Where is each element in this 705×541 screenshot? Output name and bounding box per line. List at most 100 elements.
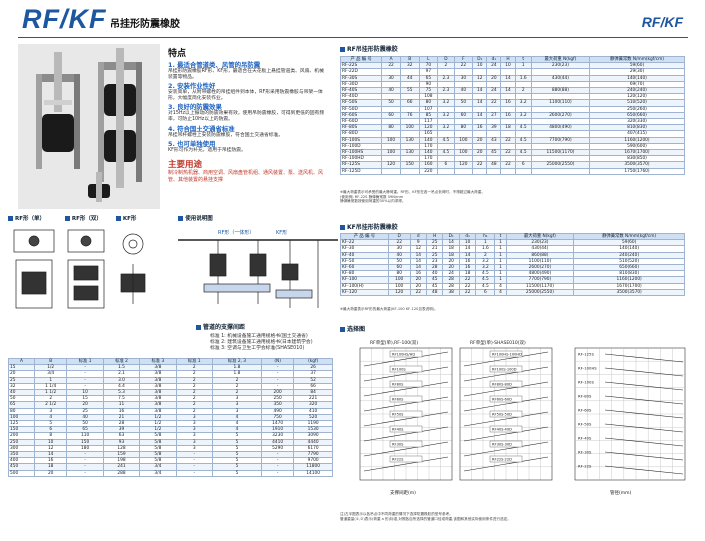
series-line bbox=[463, 396, 549, 412]
chart-notes: 注)左半图表示以各吊点中不同荷重的情况下选择防震橡胶的型号参考。 管道重量(①,… bbox=[340, 512, 511, 521]
table-cell: 880(88) bbox=[530, 86, 590, 95]
side-label: RF-80S bbox=[578, 394, 592, 399]
selection-charts: RF单型(单),RF-100(双) RF单型(单)·SHASE010(双) RF… bbox=[340, 336, 690, 508]
table-cell: 6 bbox=[437, 161, 455, 169]
table-cell bbox=[514, 105, 532, 113]
series-line bbox=[604, 423, 684, 433]
table-cell: RF-50S bbox=[339, 99, 383, 107]
series-label-box bbox=[489, 395, 523, 403]
table-cell: 150 bbox=[66, 438, 104, 446]
table-cell: 2.3 bbox=[437, 74, 455, 82]
series-line bbox=[463, 366, 549, 382]
table-cell: 5 bbox=[33, 420, 68, 428]
table-cell: 5 bbox=[211, 469, 262, 477]
table-cell: 15 bbox=[66, 395, 104, 403]
section-marker-icon bbox=[178, 216, 184, 221]
table-cell: 10 bbox=[66, 388, 104, 397]
table-cell: 407(415) bbox=[588, 130, 686, 138]
table-cell: 22 bbox=[458, 276, 477, 284]
table-cell bbox=[381, 167, 401, 175]
table-cell: 4.5 bbox=[514, 124, 532, 132]
table-cell: 2 bbox=[175, 364, 213, 372]
series-label-box bbox=[389, 350, 423, 358]
table-cell: 18 bbox=[458, 270, 477, 278]
side-label: RF-100S bbox=[578, 380, 594, 385]
table-cell: 250 bbox=[260, 395, 295, 403]
table-cell: 20 bbox=[33, 469, 68, 477]
table-cell: 2.3 bbox=[437, 86, 455, 95]
table-cell: 25 bbox=[66, 407, 104, 415]
table-cell: - bbox=[66, 469, 104, 477]
table-cell: 320 bbox=[293, 401, 333, 409]
feature-desc: 吊挂形防震橡胶RF形、KF形，最适合在天花板上悬挂管道类、风扇、机械装置等物品。 bbox=[168, 69, 324, 80]
series-label: RF22S bbox=[392, 458, 404, 462]
table-cell: 9700 bbox=[293, 457, 333, 465]
table-cell: 1910 bbox=[260, 426, 295, 434]
series-label-box bbox=[489, 350, 523, 358]
table-cell: KF-60 bbox=[340, 263, 389, 272]
table-cell: 1190 bbox=[293, 420, 333, 428]
table-cell: 221 bbox=[293, 395, 333, 403]
series-label: RF50S·50D bbox=[492, 413, 512, 417]
series-label-box bbox=[489, 425, 523, 433]
series-line bbox=[363, 381, 449, 397]
table-cell: 3090 bbox=[293, 432, 333, 440]
table-cell: 240(240) bbox=[573, 251, 685, 259]
table-cell: 110 bbox=[66, 432, 104, 440]
view-labels: RF形（单） RF形（双） KF形 使用说明图 bbox=[8, 214, 213, 222]
logo: RF/KF bbox=[22, 4, 107, 34]
table-cell bbox=[486, 167, 502, 175]
table-cell: 3 bbox=[33, 407, 68, 415]
table-cell: 4 bbox=[494, 282, 507, 290]
side-label: RF-22S bbox=[578, 464, 592, 469]
table-cell bbox=[437, 68, 455, 76]
table-cell: KF-80 bbox=[340, 270, 389, 278]
column-header: 标准 1 bbox=[175, 357, 213, 366]
section-marker-icon bbox=[340, 327, 345, 332]
table-cell: RF-40D bbox=[339, 93, 383, 101]
table-cell: - bbox=[175, 469, 213, 477]
table-cell bbox=[437, 80, 455, 89]
series-line bbox=[363, 441, 449, 457]
table-cell: RF-125D bbox=[339, 167, 383, 175]
table-cell: KF-50 bbox=[340, 257, 389, 266]
table-cell: 25000(2550) bbox=[505, 288, 575, 297]
table-cell: 3.2 bbox=[437, 124, 455, 132]
feature-title: 2. 安装作业性好 bbox=[168, 82, 216, 91]
section-marker-icon bbox=[8, 216, 13, 221]
feature-desc: 吊挂吊杆螺栓上安装防震橡胶，符合国土交通省标准。 bbox=[168, 132, 284, 138]
chart-xlabel: 支撑间距(m) bbox=[390, 489, 416, 496]
series-label-box bbox=[389, 395, 423, 403]
series-line bbox=[463, 411, 549, 427]
table-cell: RF-30D bbox=[339, 80, 383, 89]
column-header: 产 品 编 号 bbox=[339, 55, 383, 64]
table-cell: RF-22D bbox=[339, 68, 383, 76]
table-cell: - bbox=[260, 457, 295, 465]
table-cell bbox=[472, 167, 488, 175]
table-cell: 2 bbox=[175, 376, 213, 384]
table-cell: 490 bbox=[260, 407, 295, 415]
series-line bbox=[463, 456, 549, 472]
table-cell: 1530 bbox=[293, 426, 333, 434]
feature-title: 4. 符合国土交通省标准 bbox=[168, 124, 235, 133]
usage-rf-label: RF形（一体形） bbox=[218, 229, 254, 236]
table-cell: - bbox=[66, 370, 104, 378]
table-cell: 22 bbox=[458, 288, 477, 297]
series-label-box bbox=[489, 365, 523, 373]
table-cell: 1 bbox=[494, 251, 507, 259]
table-cell: 3.2 bbox=[437, 99, 455, 107]
table-cell: 120 bbox=[387, 288, 411, 297]
